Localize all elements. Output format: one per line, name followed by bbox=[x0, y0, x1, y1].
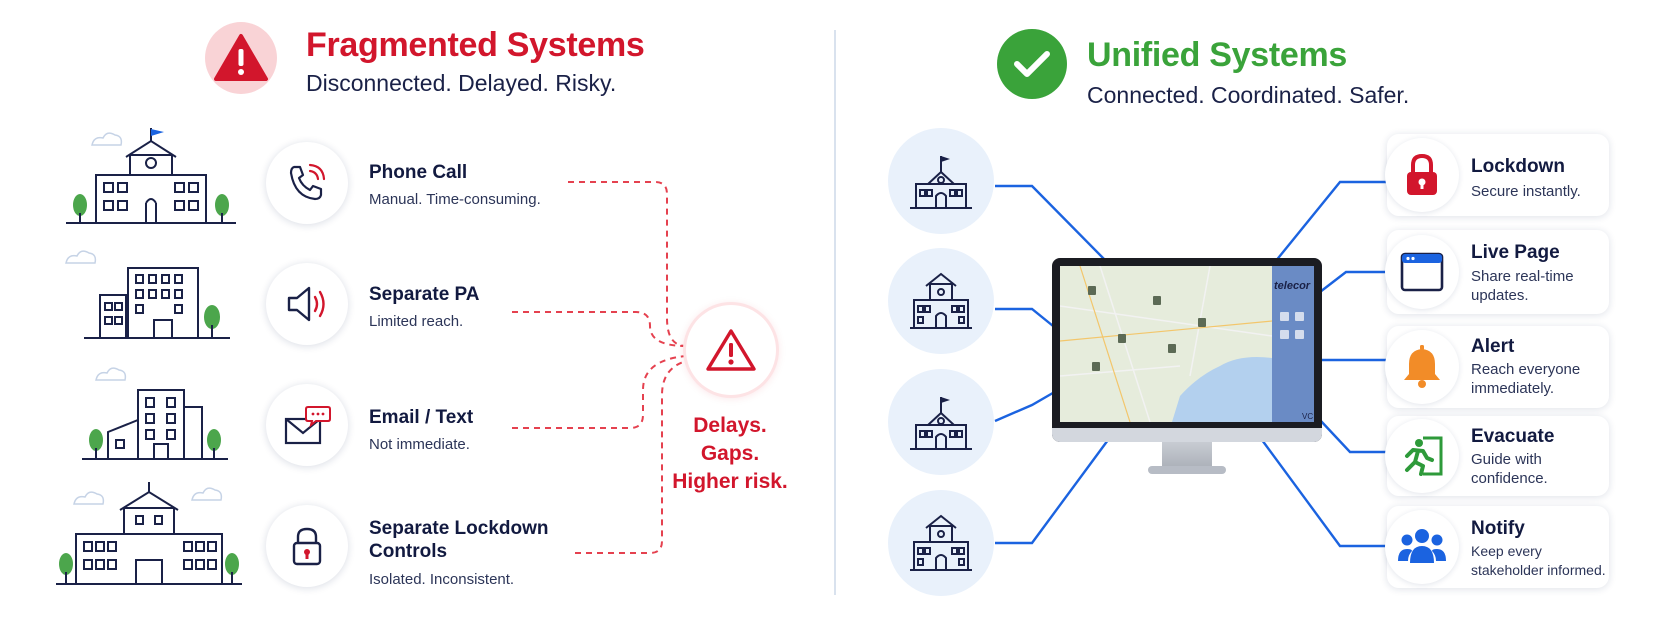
monitor-neck bbox=[1162, 442, 1212, 470]
lockdown-channel-badge bbox=[266, 505, 348, 587]
monitor-frame: telecor VC bbox=[1052, 258, 1322, 442]
exit-running-icon bbox=[1405, 436, 1443, 476]
feature-sub-alert: Reach everyone immediately. bbox=[1471, 361, 1581, 397]
email-channel-badge bbox=[266, 384, 348, 466]
channel-sub-pa: Limited reach. bbox=[369, 313, 464, 330]
feature-sub-notify: Keep every stakeholder informed. bbox=[1471, 543, 1606, 578]
link-school-2 bbox=[995, 307, 1059, 331]
notify-icon-badge bbox=[1385, 510, 1459, 584]
feature-sub-evacuate: Guide with confidence. bbox=[1471, 451, 1548, 487]
link-school-4 bbox=[995, 439, 1109, 545]
school-icon bbox=[910, 156, 972, 209]
outcome-line-gaps: Gaps. bbox=[700, 442, 760, 465]
feature-title-lockdown: Lockdown bbox=[1471, 156, 1565, 177]
alert-icon-badge bbox=[1385, 330, 1459, 404]
panel-buttons-icon bbox=[1280, 312, 1304, 339]
feature-card-alert: Alert Reach everyone immediately. bbox=[1385, 326, 1609, 408]
feature-title-live-page: Live Page bbox=[1471, 242, 1560, 263]
school-icon bbox=[910, 397, 972, 450]
success-badge bbox=[997, 29, 1067, 99]
feature-card-lockdown: Lockdown Secure instantly. bbox=[1385, 134, 1609, 216]
feature-sub-lockdown: Secure instantly. bbox=[1471, 183, 1581, 200]
risk-outcome-text: Delays. Gaps. Higher risk. bbox=[660, 412, 800, 496]
monitor-brand: telecor bbox=[1274, 280, 1311, 292]
outcome-line-delays: Delays. bbox=[693, 414, 767, 437]
evacuate-icon-badge bbox=[1385, 419, 1459, 493]
link-livepage bbox=[1319, 270, 1389, 293]
left-subtitle: Disconnected. Delayed. Risky. bbox=[306, 70, 617, 96]
envelope-icon bbox=[284, 406, 331, 445]
lockdown-icon-badge bbox=[1385, 138, 1459, 212]
monitor-chin bbox=[1052, 428, 1322, 442]
school-building-illustration-1 bbox=[66, 128, 236, 224]
checkmark-icon bbox=[1014, 51, 1050, 77]
link-notify bbox=[1261, 439, 1389, 548]
feature-title-alert: Alert bbox=[1471, 336, 1515, 357]
school-icon bbox=[910, 514, 972, 571]
school-building-illustration-2 bbox=[65, 250, 230, 339]
school-building-illustration-3 bbox=[82, 367, 228, 460]
school-building-illustration-4 bbox=[56, 482, 242, 585]
browser-window-icon bbox=[1400, 252, 1444, 292]
school-node-4 bbox=[888, 490, 994, 596]
channel-title-lockdown: Separate Lockdown Controls bbox=[369, 518, 549, 562]
warning-triangle-icon bbox=[214, 34, 268, 81]
pa-channel-badge bbox=[266, 263, 348, 345]
megaphone-icon bbox=[287, 286, 325, 322]
link-school-1 bbox=[995, 184, 1106, 261]
padlock-icon bbox=[292, 527, 322, 566]
school-node-1 bbox=[888, 128, 994, 234]
feature-card-notify: Notify Keep every stakeholder informed. bbox=[1385, 506, 1609, 588]
map-view bbox=[1060, 266, 1314, 422]
section-divider bbox=[834, 30, 836, 595]
feature-title-evacuate: Evacuate bbox=[1471, 426, 1555, 447]
dashed-connector-email bbox=[512, 355, 687, 429]
school-node-2 bbox=[888, 248, 994, 354]
bell-icon bbox=[1404, 345, 1440, 388]
channel-title-phone: Phone Call bbox=[369, 162, 468, 183]
warning-outline-icon bbox=[706, 329, 756, 371]
channel-title-pa: Separate PA bbox=[369, 284, 480, 305]
dashed-connector-pa bbox=[512, 311, 687, 347]
phone-channel-badge bbox=[266, 142, 348, 224]
outcome-line-risk: Higher risk. bbox=[672, 470, 788, 493]
feature-card-evacuate: Evacuate Guide with confidence. bbox=[1385, 416, 1609, 496]
left-title: Fragmented Systems bbox=[306, 26, 645, 64]
feature-card-live-page: Live Page Share real-time updates. bbox=[1385, 230, 1609, 314]
link-lockdown bbox=[1274, 180, 1389, 263]
warning-badge bbox=[205, 22, 277, 94]
channel-sub-email: Not immediate. bbox=[369, 436, 470, 453]
risk-warning-badge bbox=[686, 305, 776, 395]
monitor-corner-label: VC bbox=[1302, 412, 1314, 421]
monitor-stand-base bbox=[1148, 466, 1226, 474]
channel-title-email: Email / Text bbox=[369, 407, 474, 428]
monitor-side-panel bbox=[1278, 310, 1308, 355]
dashed-connector-phone bbox=[568, 181, 687, 347]
channel-sub-lockdown: Isolated. Inconsistent. bbox=[369, 571, 515, 588]
monitor-screen bbox=[1060, 266, 1314, 422]
right-subtitle: Connected. Coordinated. Safer. bbox=[1087, 82, 1410, 108]
phone-icon bbox=[289, 163, 326, 201]
red-lock-icon bbox=[1407, 153, 1437, 195]
school-icon bbox=[910, 272, 972, 329]
channel-sub-phone: Manual. Time-consuming. bbox=[369, 191, 541, 208]
livepage-icon-badge bbox=[1385, 235, 1459, 309]
link-school-3 bbox=[994, 388, 1059, 423]
link-evacuate bbox=[1319, 419, 1389, 454]
feature-title-notify: Notify bbox=[1471, 518, 1525, 539]
feature-sub-live-page: Share real-time updates. bbox=[1471, 268, 1574, 304]
dashed-connector-lockdown bbox=[575, 359, 691, 554]
school-node-3 bbox=[888, 369, 994, 475]
group-icon bbox=[1398, 529, 1446, 563]
right-title: Unified Systems bbox=[1087, 36, 1348, 74]
